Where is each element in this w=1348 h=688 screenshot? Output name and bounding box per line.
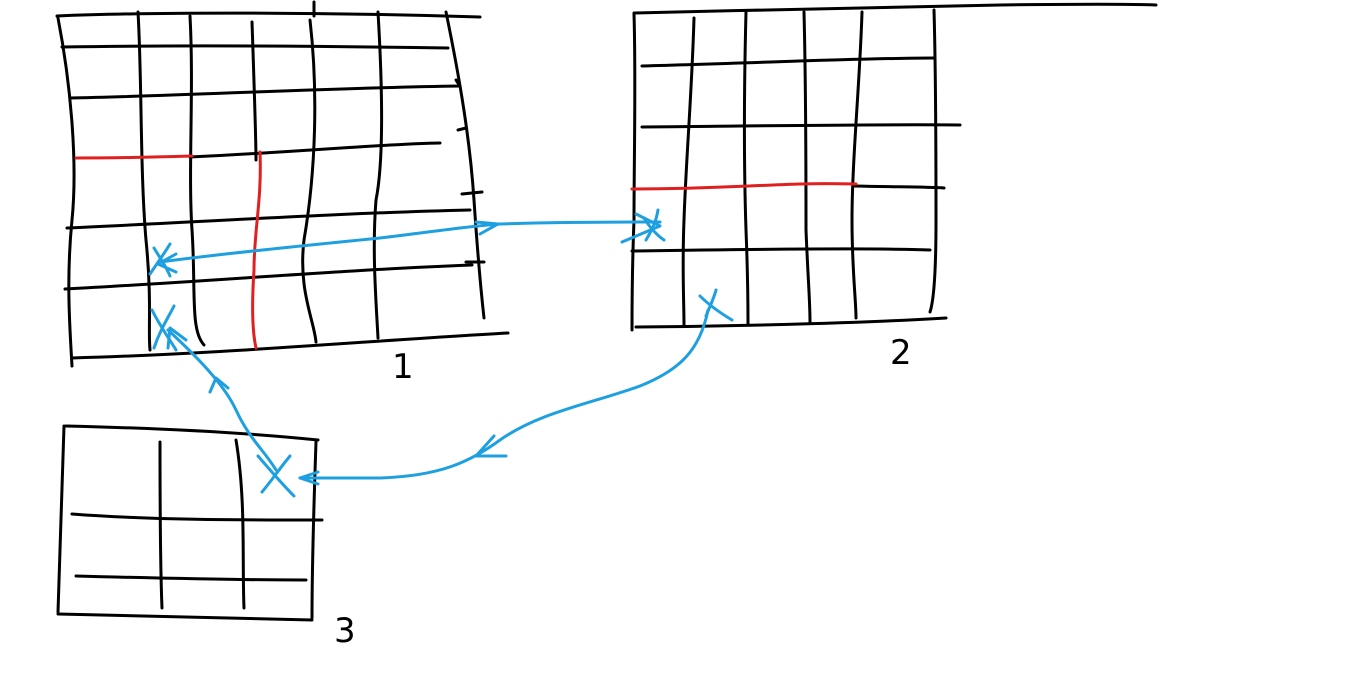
highlight-row-segment: [74, 154, 194, 160]
arrowhead-left: [298, 470, 320, 486]
grid-1-vline: [56, 16, 76, 368]
grid-1-tick: [454, 78, 486, 264]
grid-3-vline: [234, 438, 246, 610]
arrows: [156, 212, 710, 486]
grid-1-hline: [188, 141, 442, 159]
grid-2-vline: [802, 10, 812, 324]
grid-2-hline: [630, 247, 932, 253]
grid-2-hline: [632, 2, 1158, 15]
grid-1-label: 1: [392, 347, 414, 387]
arrowhead-right: [474, 220, 500, 236]
grid-3-hline: [64, 424, 320, 442]
grid-3-hline: [74, 574, 308, 582]
grid-1-hline: [68, 84, 462, 100]
grid-2-vline: [850, 10, 864, 320]
grid-1-vline: [250, 20, 258, 162]
highlight-row-segment: [630, 182, 858, 191]
grid-3-label: 3: [334, 611, 356, 651]
arrowhead-up: [208, 376, 230, 394]
grid-1-vline: [444, 10, 486, 320]
grid-3-vline: [158, 440, 164, 610]
x-mark: [150, 304, 178, 352]
grid-2-label: 2: [890, 333, 912, 373]
grid-2: [630, 2, 1158, 332]
x-mark: [642, 208, 666, 242]
grid-2-hline: [640, 56, 936, 68]
grid-2-vline: [681, 16, 696, 328]
arrow-grid2-to-grid3: [298, 308, 710, 480]
grid-1: [55, 0, 510, 368]
grid-2-hline: [852, 184, 946, 190]
grid-1-hline: [60, 44, 450, 50]
marks: [148, 208, 734, 498]
grid-2-vline: [630, 12, 637, 332]
grid-1-hline: [65, 208, 472, 230]
arrowhead-right: [620, 212, 662, 244]
grid-2-vline: [743, 10, 750, 326]
grid-1-vline: [188, 14, 206, 347]
grid-1-hline: [63, 263, 474, 291]
grid-1-vline: [372, 10, 383, 340]
grid-1-hline: [55, 11, 482, 19]
highlight-col-segment: [251, 150, 262, 350]
grid-1-vline: [136, 10, 152, 352]
grid-1-vline: [301, 18, 318, 344]
grid-3-hline: [70, 512, 324, 522]
grid-3: [56, 424, 324, 622]
arrowhead-left: [474, 434, 508, 458]
grid-3-hline: [56, 612, 314, 622]
arrow-grid1-to-grid2: [158, 220, 662, 264]
grid-3-vline: [56, 424, 66, 614]
x-mark: [698, 288, 734, 322]
x-mark: [256, 454, 296, 498]
grid-1-hline: [70, 331, 510, 360]
x-mark: [148, 242, 172, 278]
grid-2-highlight: [630, 182, 858, 191]
arrow-grid3-to-grid1: [166, 328, 278, 472]
grid-1-highlight: [74, 150, 262, 350]
grid-3-vline: [310, 440, 318, 620]
arrowhead-up: [166, 326, 188, 350]
grid-2-vline: [928, 8, 938, 314]
